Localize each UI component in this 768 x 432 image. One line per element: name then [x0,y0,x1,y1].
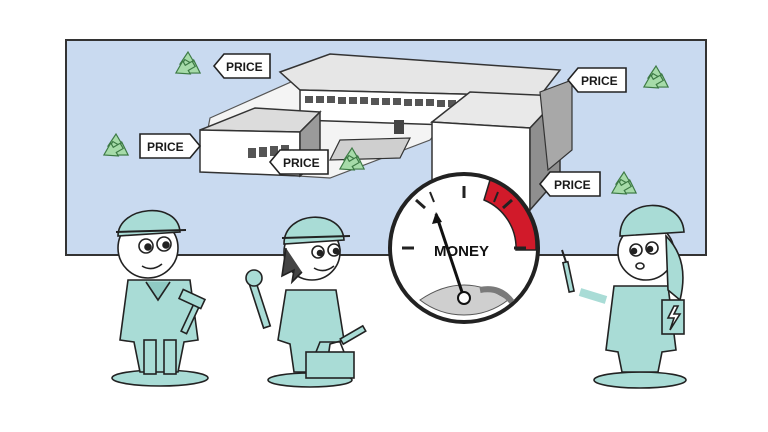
price-tag: PRICE [268,149,329,175]
worker-left [111,209,209,387]
price-tag: PRICE [566,67,627,93]
screwdriver-icon [561,249,576,294]
worker-right [561,204,687,389]
gauge-ticks [402,186,526,250]
price-tag: PRICE [212,53,271,79]
gauge-red-zone [483,179,537,251]
worker-middle [245,216,367,388]
gauge-needle [434,213,466,299]
building-windows [305,96,456,107]
price-tag-label: PRICE [554,178,591,192]
gauge-label: MONEY [434,243,489,260]
hammer-icon [177,288,207,335]
toolbox-icon [305,324,367,379]
price-tag: PRICE [538,171,601,197]
price-tag-label: PRICE [283,156,320,170]
money-gauge: MONEY [388,172,540,324]
price-tag-label: PRICE [147,140,184,154]
price-tag-label: PRICE [581,74,618,88]
price-tag-label: PRICE [226,60,263,74]
price-tag: PRICE [139,133,202,159]
wrench-icon [245,269,272,330]
lightning-icon [666,305,682,331]
